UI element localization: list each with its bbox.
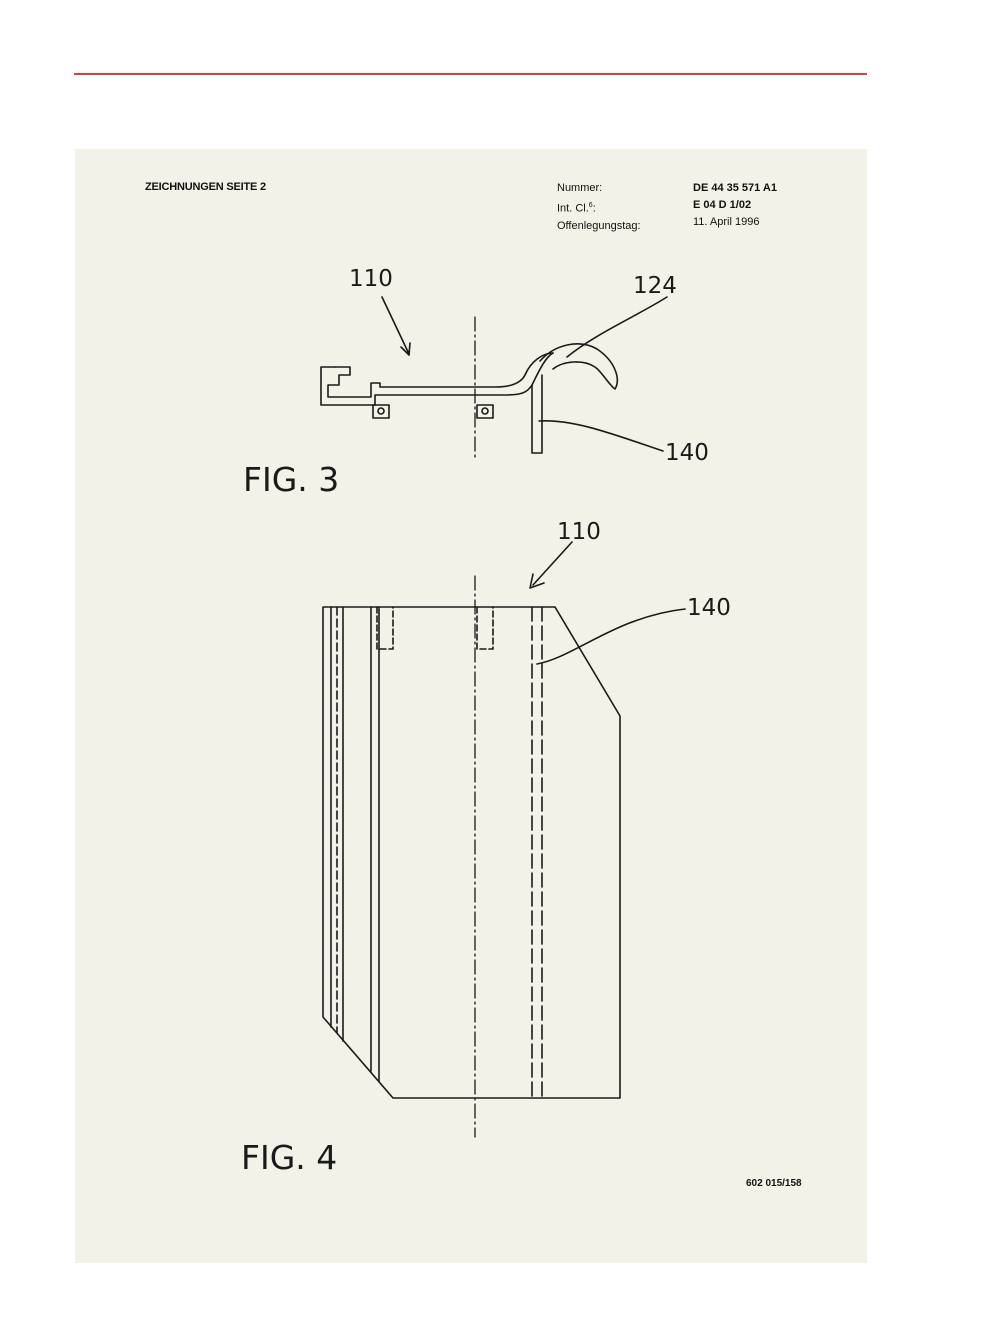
footer-code: 602 015/158 [746,1178,802,1189]
meta-labels: Nummer: Int. Cl.6: Offenlegungstag: [557,180,641,235]
fig3-leader-124 [566,296,668,358]
fig3-clip-left [372,404,390,419]
fig3-clip-left-hole [377,407,385,415]
fig4-outline [322,606,621,1099]
fig3-leader-140 [538,420,664,452]
fig3-clip-center [476,404,494,419]
meta-label-date: Offenlegungstag: [557,219,641,232]
fig4-plan: 110 140 FIG. 4 [241,519,731,1177]
meta-value-class: E 04 D 1/02 [693,199,752,211]
meta-value-date: 11. April 1996 [693,216,760,228]
fig3-caption: FIG. 3 [243,460,339,499]
fig3-ref-140: 140 [665,440,709,466]
fig4-hidden-clip-left [376,606,394,650]
patent-drawing: 110 124 140 FIG. 3 1 [241,266,731,1177]
fig4-caption: FIG. 4 [241,1138,337,1177]
meta-values: DE 44 35 571 A1 E 04 D 1/02 11. April 19… [693,180,777,231]
fig3-arrow-110 [400,342,411,356]
fig3-ref-110: 110 [349,266,393,292]
fig3-clip-center-hole [481,407,489,415]
fig3-ref-124: 124 [633,273,677,299]
drawing-sheet: ZEICHNUNGEN SEITE 2 Nummer: Int. Cl.6: O… [75,149,867,1263]
fig4-ref-140: 140 [687,595,731,621]
fig3-strip-inner [327,352,554,398]
fig3-cap-124 [539,343,619,390]
fig3-strip-outline [320,352,554,406]
fig4-arrow-110 [529,573,545,589]
meta-value-number: DE 44 35 571 A1 [693,182,777,194]
fig4-leader-110 [532,541,573,586]
top-red-rule [74,73,867,75]
fig4-ref-110: 110 [557,519,601,545]
fig3-profile: 110 124 140 FIG. 3 [243,266,709,499]
fig4-hidden-clip-center [476,606,494,650]
meta-label-class: Int. Cl.6: [557,202,596,215]
fig4-leader-140 [536,608,686,665]
fig3-leader-110 [381,296,410,355]
meta-label-number: Nummer: [557,182,603,194]
sheet-header-title: ZEICHNUNGEN SEITE 2 [145,181,266,193]
fig3-leg-140 [531,374,543,454]
